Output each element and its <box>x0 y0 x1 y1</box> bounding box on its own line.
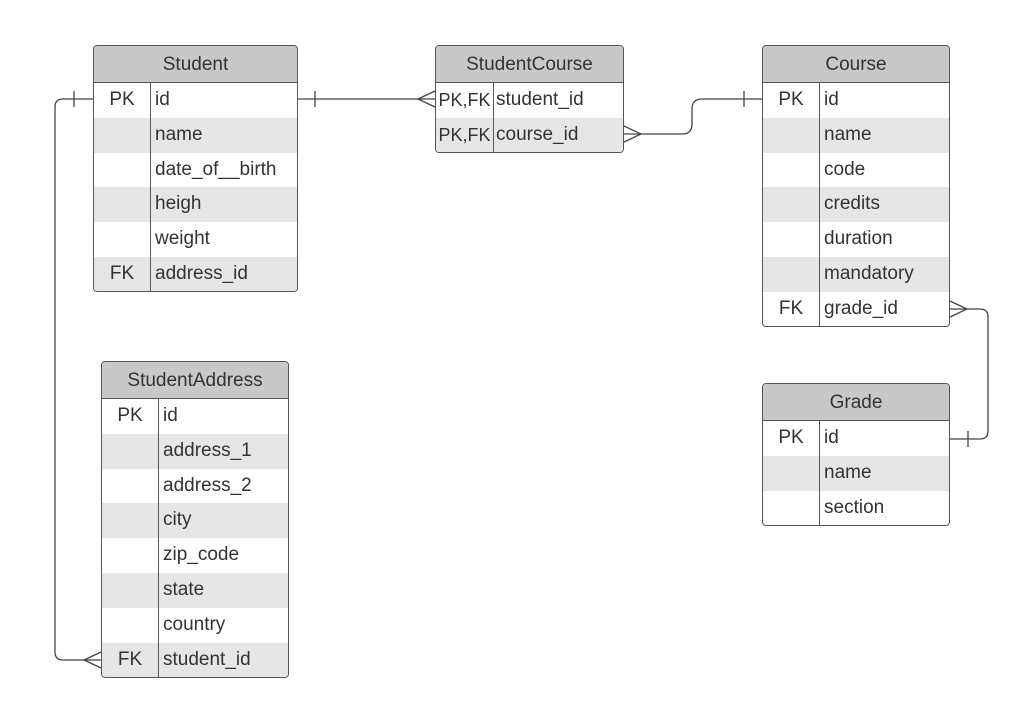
field-name: state <box>163 578 205 600</box>
key-label: PK,FK <box>438 90 491 110</box>
entity-row[interactable]: PK id <box>763 421 949 456</box>
field-name: code <box>824 158 866 180</box>
entity-row[interactable]: date_of__birth <box>94 153 297 188</box>
connector-course-studentcourse[interactable] <box>623 91 762 143</box>
field-name: country <box>163 613 226 635</box>
entity-row[interactable]: mandatory <box>763 256 949 292</box>
field-name: id <box>824 427 839 448</box>
entity-row[interactable]: credits <box>763 187 949 223</box>
field-name: address_1 <box>163 439 252 461</box>
connector-student-studentaddress[interactable] <box>54 91 102 669</box>
field-name: date_of__birth <box>155 158 277 180</box>
entity-row[interactable]: FK student_id <box>102 642 288 677</box>
entity-row[interactable]: duration <box>763 222 949 257</box>
entity-title: Grade <box>763 384 949 421</box>
entity-row[interactable]: heigh <box>94 187 297 223</box>
entity-row[interactable]: country <box>102 608 288 643</box>
entity-row[interactable]: name <box>763 455 949 491</box>
column-divider <box>819 421 820 525</box>
entity-grade[interactable]: Grade PK id name section <box>762 383 950 526</box>
entity-row[interactable]: address_1 <box>102 433 288 469</box>
field-name: city <box>163 509 192 531</box>
entity-row[interactable]: PK id <box>763 83 949 118</box>
entity-row[interactable]: weight <box>94 222 297 257</box>
entity-row[interactable]: FK grade_id <box>763 292 949 326</box>
connector-student-studentcourse[interactable] <box>298 90 436 108</box>
field-name: id <box>155 89 170 110</box>
entity-title: Student <box>94 46 297 83</box>
column-divider <box>819 83 820 326</box>
key-label: PK <box>109 89 135 110</box>
column-divider <box>150 83 151 291</box>
field-name: credits <box>824 193 880 215</box>
entity-row[interactable]: city <box>102 503 288 539</box>
key-label: PK <box>117 405 143 426</box>
key-label: PK <box>778 427 804 448</box>
field-name: student_id <box>163 648 251 670</box>
entity-row[interactable]: name <box>94 117 297 153</box>
key-label: FK <box>778 297 804 319</box>
field-name: name <box>824 461 872 483</box>
field-name: name <box>824 123 872 145</box>
entity-title: StudentCourse <box>436 46 623 83</box>
entity-row[interactable]: PK id <box>94 83 297 118</box>
key-label: PK <box>778 89 804 110</box>
entity-row[interactable]: name <box>763 117 949 153</box>
column-divider <box>158 399 159 677</box>
column-divider <box>493 83 494 152</box>
field-name: student_id <box>496 89 584 110</box>
field-name: zip_code <box>163 544 240 566</box>
entity-row[interactable]: code <box>763 153 949 188</box>
field-name: id <box>824 89 839 110</box>
key-label: FK <box>117 648 143 670</box>
field-name: mandatory <box>824 262 914 284</box>
field-name: duration <box>824 228 893 250</box>
field-name: course_id <box>496 123 579 145</box>
key-label: PK,FK <box>438 124 491 145</box>
entity-row[interactable]: zip_code <box>102 538 288 573</box>
entity-row[interactable]: address_2 <box>102 469 288 504</box>
entity-row[interactable]: state <box>102 572 288 608</box>
key-label: FK <box>109 262 135 284</box>
entity-course[interactable]: Course PK id name code credits duration mandat… <box>762 45 950 327</box>
field-name: name <box>155 123 203 145</box>
field-name: id <box>163 405 178 426</box>
entity-row[interactable]: FK address_id <box>94 256 297 291</box>
entity-title: StudentAddress <box>102 362 288 399</box>
entity-title: Course <box>763 46 949 83</box>
field-name: weight <box>155 228 210 250</box>
field-name: section <box>824 496 885 518</box>
connector-grade-course[interactable] <box>949 300 989 447</box>
field-name: address_2 <box>163 474 252 496</box>
entity-row[interactable]: PK id <box>102 399 288 434</box>
field-name: heigh <box>155 193 202 215</box>
field-name: address_id <box>155 262 248 284</box>
entity-row[interactable]: section <box>763 491 949 525</box>
field-name: grade_id <box>824 297 898 319</box>
